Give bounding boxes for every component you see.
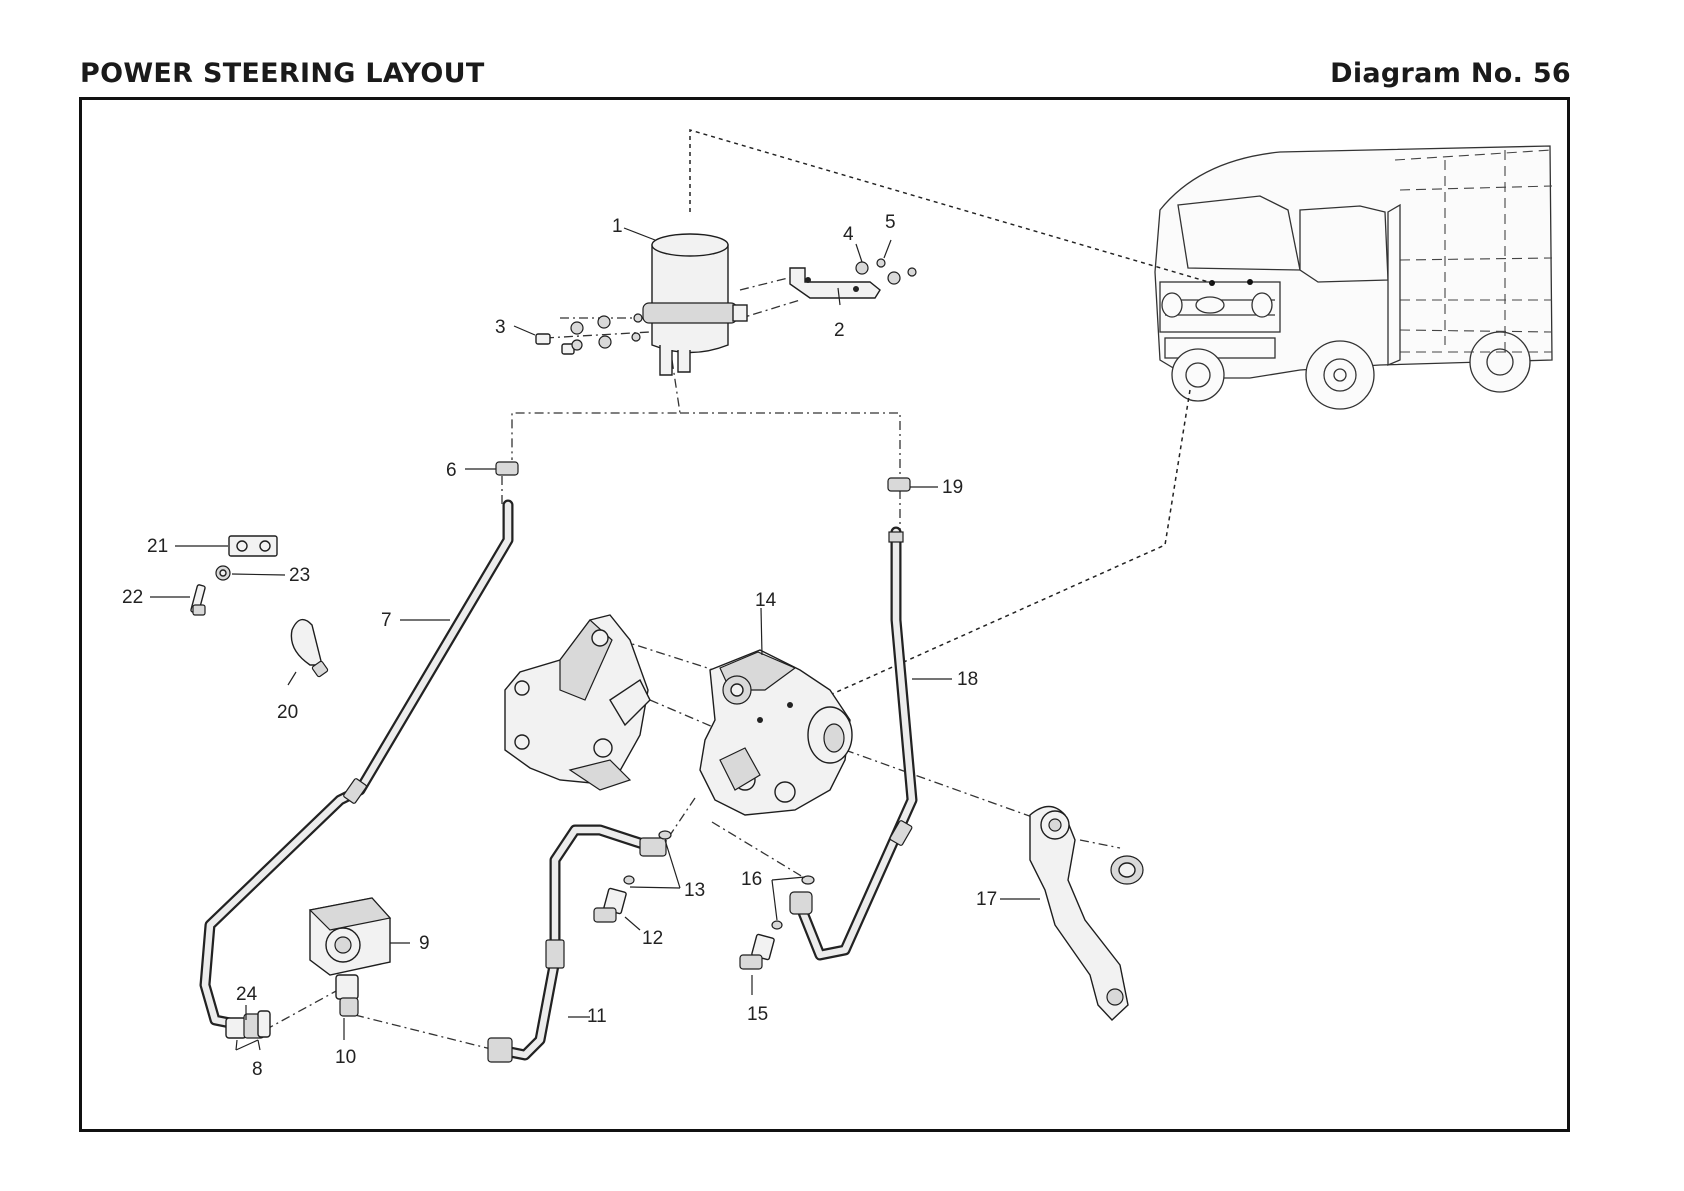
callout-21: 21 bbox=[147, 536, 168, 557]
callout-19: 19 bbox=[942, 477, 963, 498]
callout-20: 20 bbox=[277, 702, 298, 723]
callout-4: 4 bbox=[843, 224, 854, 245]
pressure-hose-right bbox=[794, 526, 918, 961]
reservoir bbox=[642, 233, 748, 376]
callout-8: 8 bbox=[252, 1059, 263, 1080]
callout-18: 18 bbox=[957, 669, 978, 690]
callout-13: 13 bbox=[684, 880, 705, 901]
callout-1: 1 bbox=[612, 216, 623, 237]
small-hardware-left bbox=[190, 535, 329, 678]
fasteners-top bbox=[535, 258, 917, 355]
callout-9: 9 bbox=[419, 933, 430, 954]
leader-lines bbox=[150, 227, 1040, 1051]
callout-numbers: 1 2 3 4 5 6 7 8 9 10 11 12 13 14 15 16 1… bbox=[122, 212, 997, 1080]
diagram-title: POWER STEERING LAYOUT bbox=[80, 58, 485, 89]
callout-6: 6 bbox=[446, 460, 457, 481]
union-fittings bbox=[225, 1010, 271, 1039]
pitman-arm bbox=[1029, 805, 1144, 1021]
valve-block bbox=[308, 897, 392, 1017]
callout-15: 15 bbox=[747, 1004, 768, 1025]
callout-12: 12 bbox=[642, 928, 663, 949]
return-hose-left bbox=[199, 499, 514, 1031]
van-illustration bbox=[1154, 145, 1553, 410]
callout-7: 7 bbox=[381, 610, 392, 631]
callout-11: 11 bbox=[587, 1006, 607, 1027]
hose-clamps-top bbox=[495, 461, 911, 492]
callout-14: 14 bbox=[755, 590, 777, 611]
steering-box-bracket bbox=[504, 614, 651, 791]
diagram-number: Diagram No. 56 bbox=[1330, 58, 1571, 89]
callout-5: 5 bbox=[885, 212, 896, 233]
callout-22: 22 bbox=[122, 587, 143, 608]
bracket bbox=[789, 267, 881, 299]
callout-2: 2 bbox=[834, 320, 845, 341]
callout-23: 23 bbox=[289, 565, 310, 586]
callout-3: 3 bbox=[495, 317, 506, 338]
banjo-bolts bbox=[593, 830, 815, 970]
callout-16: 16 bbox=[741, 869, 762, 890]
diagram-frame bbox=[79, 97, 1570, 1132]
callout-17: 17 bbox=[976, 889, 997, 910]
middle-hose bbox=[487, 824, 661, 1063]
steering-gear-box bbox=[699, 649, 853, 816]
callout-24: 24 bbox=[236, 984, 258, 1005]
callout-10: 10 bbox=[335, 1047, 356, 1068]
